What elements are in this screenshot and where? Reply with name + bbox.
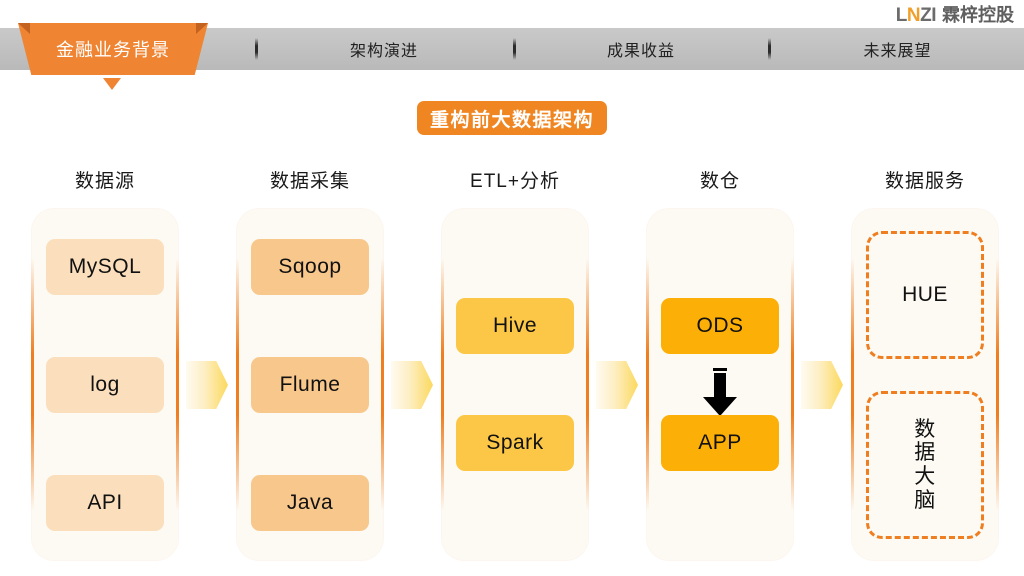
chip-sqoop[interactable]: Sqoop <box>251 239 369 295</box>
logo-letter-zi: ZI <box>920 5 936 26</box>
nav-tab-background-label: 金融业务背景 <box>56 40 170 60</box>
chip-data-brain-char-4: 脑 <box>914 488 936 512</box>
logo-letter-n: N <box>906 5 921 26</box>
nav-tab-results[interactable]: 成果收益 <box>606 43 675 60</box>
column-header-data-service: 数据服务 <box>884 170 965 192</box>
panel-data-service: HUE 数 据 大 脑 <box>851 209 999 560</box>
chip-hue[interactable]: HUE <box>866 231 984 359</box>
column-header-data-source: 数据源 <box>74 170 135 192</box>
connector-arrow-3 <box>596 361 638 409</box>
nav-tab-background-active[interactable]: 金融业务背景 <box>18 23 208 75</box>
nav-separator-3 <box>768 38 771 60</box>
column-header-data-collect: 数据采集 <box>269 170 350 192</box>
nav-tab-architecture[interactable]: 架构演进 <box>349 43 418 60</box>
panel-etl-analysis: Hive Spark <box>441 209 589 560</box>
slide-title: 重构前大数据架构 <box>417 101 607 135</box>
chip-data-brain[interactable]: 数 据 大 脑 <box>866 391 984 539</box>
chip-log[interactable]: log <box>46 357 164 413</box>
panel-data-source: MySQL log API <box>31 209 179 560</box>
chip-data-brain-char-1: 数 <box>914 417 936 441</box>
chip-app[interactable]: APP <box>661 415 779 471</box>
chip-spark[interactable]: Spark <box>456 415 574 471</box>
flow-down-arrow-icon <box>703 367 737 417</box>
panel-data-warehouse: ODS APP <box>646 209 794 560</box>
column-header-warehouse: 数仓 <box>699 170 740 192</box>
chip-mysql[interactable]: MySQL <box>46 239 164 295</box>
ribbon-fold-left <box>18 23 30 34</box>
logo-letter-l: L <box>895 5 908 26</box>
arrow-head <box>703 397 737 416</box>
arrow-shaft <box>714 373 726 399</box>
logo-company-name: 霖梓控股 <box>942 5 1014 25</box>
nav-separator-1 <box>255 38 258 60</box>
connector-arrow-1 <box>186 361 228 409</box>
nav-separator-2 <box>513 38 516 60</box>
ribbon-shape <box>18 23 208 75</box>
connector-arrow-2 <box>391 361 433 409</box>
brand-logo: LNZI 霖梓控股 <box>896 6 1014 28</box>
chip-api[interactable]: API <box>46 475 164 531</box>
chip-data-brain-char-2: 据 <box>914 441 936 465</box>
panel-data-collection: Sqoop Flume Java <box>236 209 384 560</box>
connector-arrow-4 <box>801 361 843 409</box>
active-tab-caret-icon <box>103 78 121 90</box>
ribbon-fold-right <box>196 23 208 34</box>
logo-mark: LNZI <box>895 5 937 26</box>
nav-tab-outlook[interactable]: 未来展望 <box>863 43 932 60</box>
chip-data-brain-char-3: 大 <box>914 465 936 488</box>
column-header-etl-analysis: ETL+分析 <box>470 170 560 192</box>
chip-ods[interactable]: ODS <box>661 298 779 354</box>
arrow-cap <box>713 368 727 371</box>
chip-java[interactable]: Java <box>251 475 369 531</box>
chip-flume[interactable]: Flume <box>251 357 369 413</box>
chip-hive[interactable]: Hive <box>456 298 574 354</box>
